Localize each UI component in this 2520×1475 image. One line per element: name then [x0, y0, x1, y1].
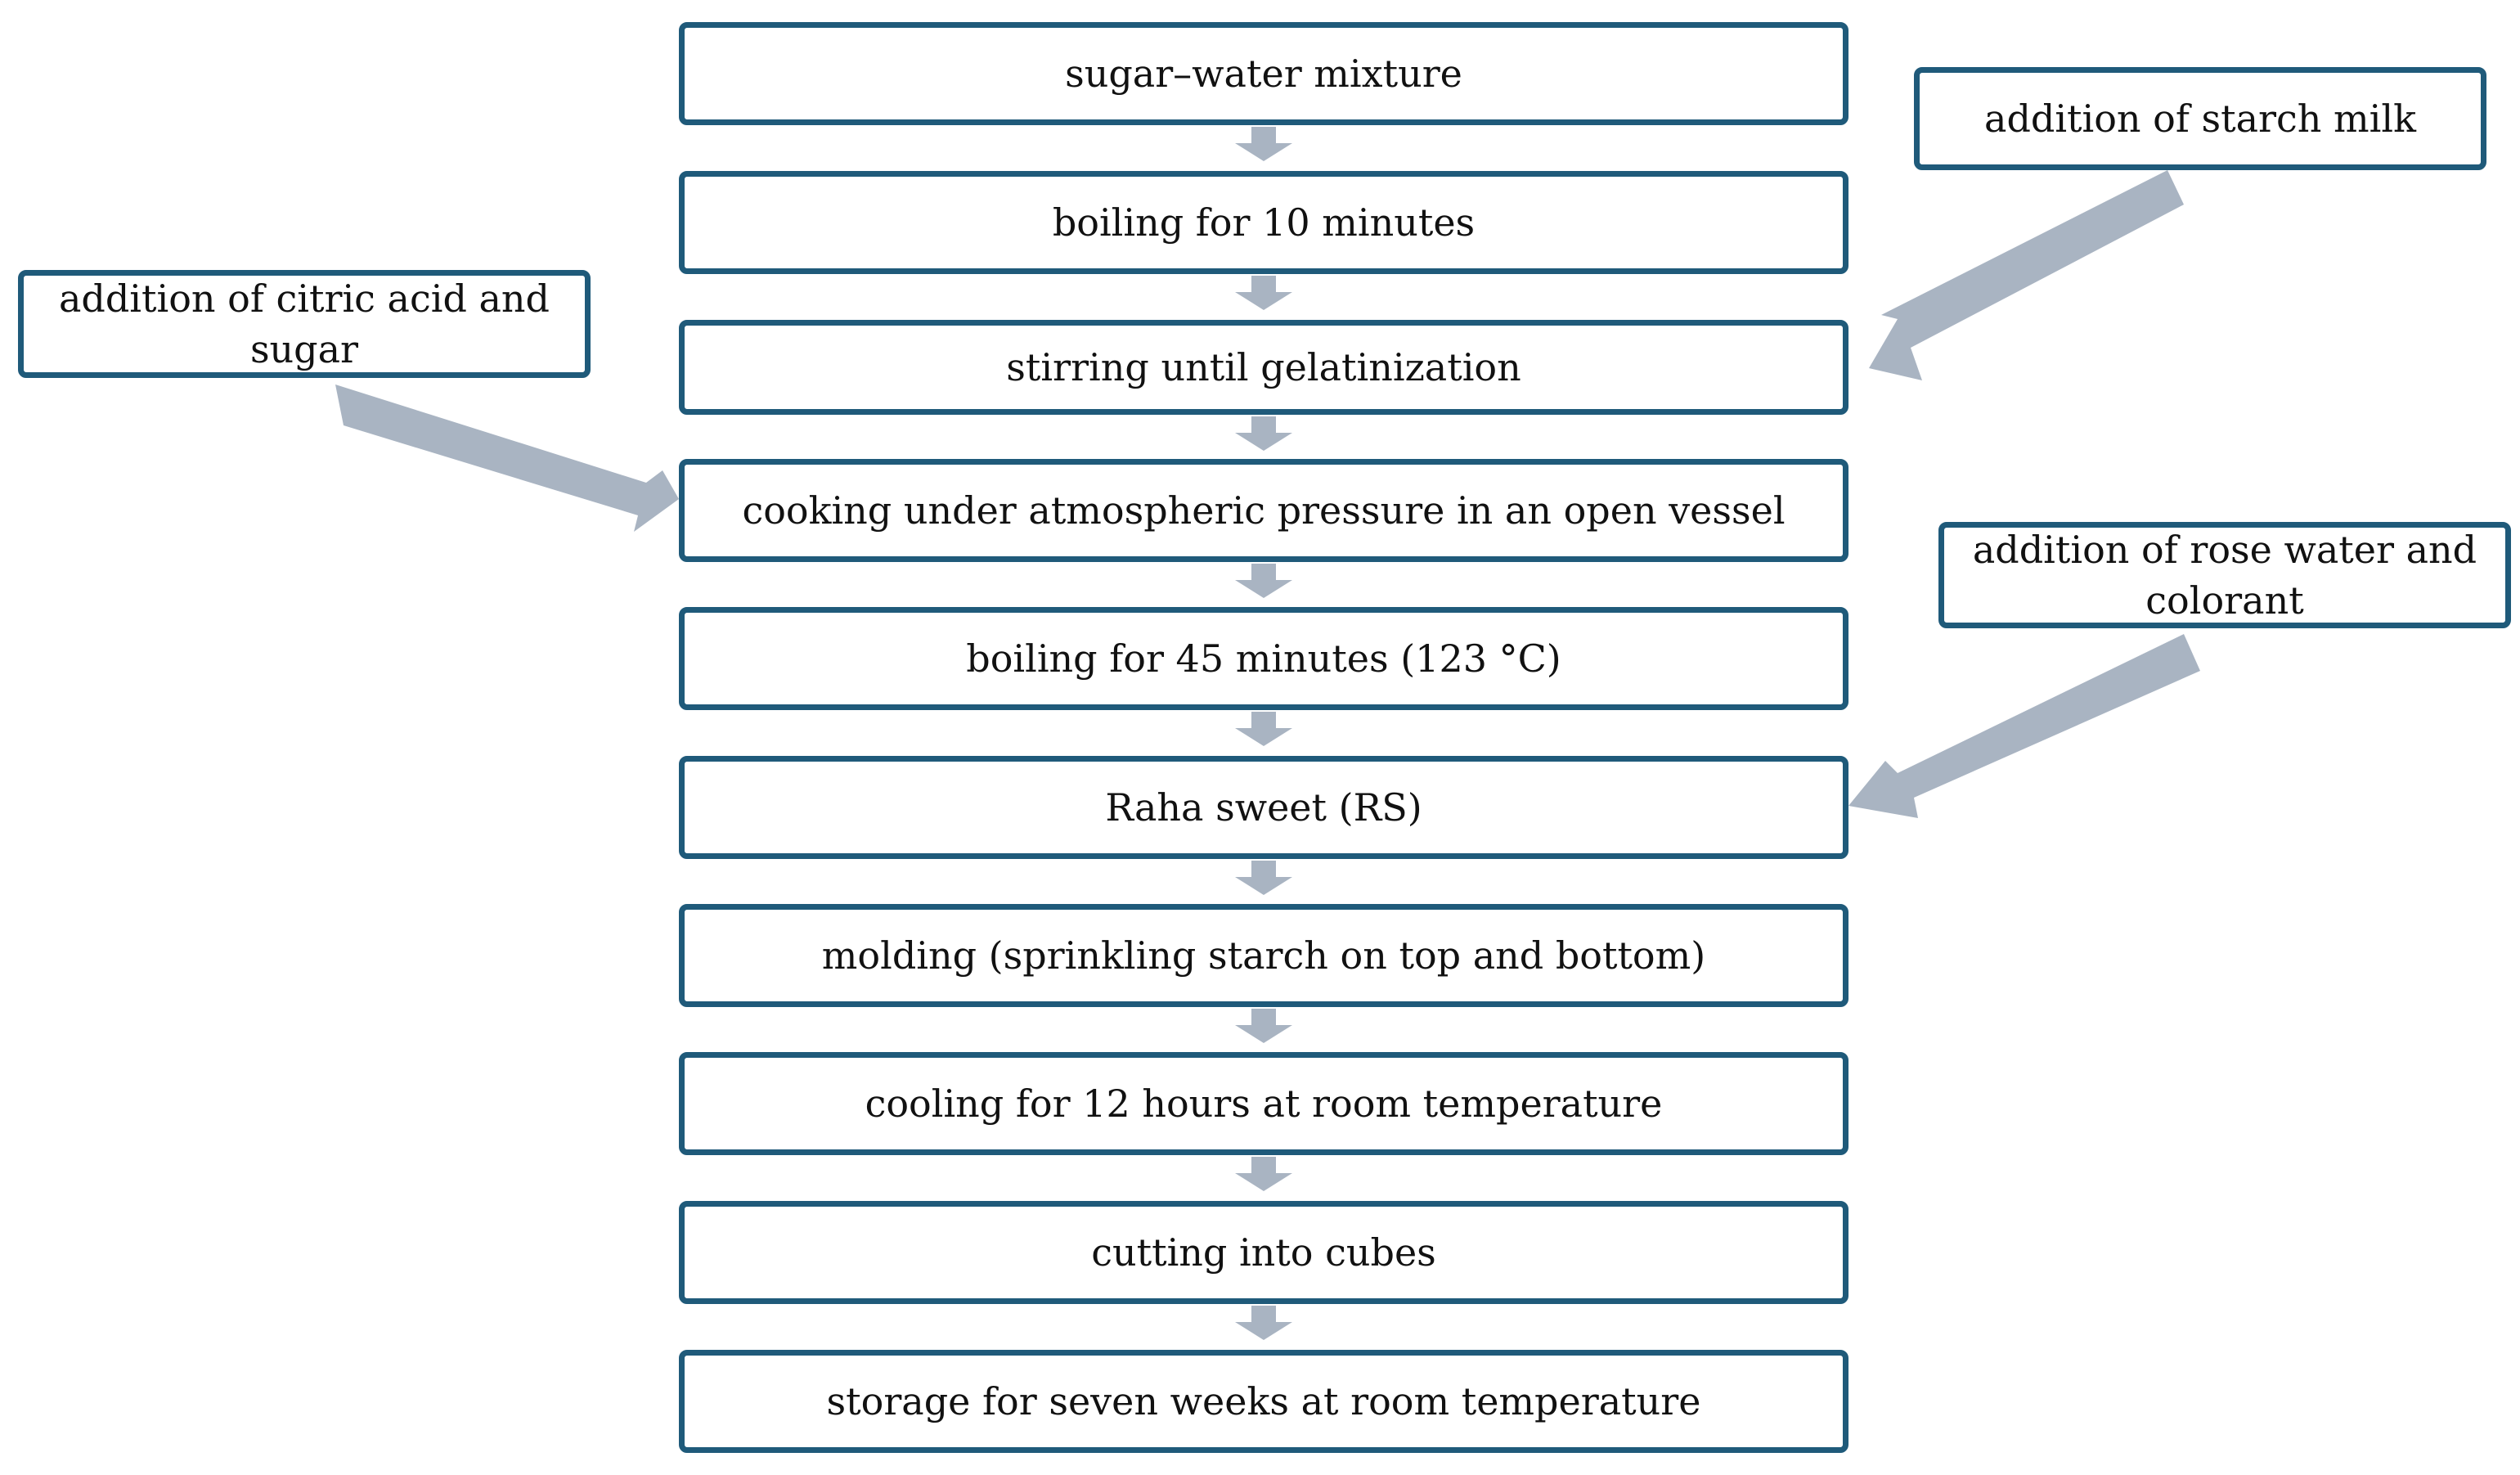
- step-label: sugar–water mixture: [1065, 52, 1462, 96]
- step-label: molding (sprinkling starch on top and bo…: [821, 933, 1706, 978]
- arrow-rose-water: [1848, 634, 2200, 818]
- step-raha-sweet: Raha sweet (RS): [679, 756, 1848, 859]
- step-label: storage for seven weeks at room temperat…: [826, 1379, 1701, 1423]
- addition-label-line1: addition of rose water and: [1972, 528, 2477, 572]
- step-label: Raha sweet (RS): [1105, 785, 1422, 830]
- addition-label: addition of starch milk: [1984, 97, 2416, 141]
- down-arrow-8: [1235, 1157, 1292, 1191]
- down-arrow-1: [1235, 127, 1292, 161]
- down-arrow-9: [1235, 1306, 1292, 1340]
- addition-label-line2: sugar: [249, 327, 359, 371]
- step-label: boiling for 45 minutes (123 °C): [966, 636, 1561, 681]
- step-cooling: cooling for 12 hours at room temperature: [679, 1052, 1848, 1155]
- down-arrow-7: [1235, 1009, 1292, 1043]
- down-arrow-5: [1235, 712, 1292, 746]
- arrow-citric-acid: [335, 384, 679, 532]
- down-arrow-3: [1235, 416, 1292, 451]
- step-storage: storage for seven weeks at room temperat…: [679, 1350, 1848, 1453]
- down-arrow-6: [1235, 861, 1292, 895]
- addition-label-line1: addition of citric acid and: [58, 277, 550, 321]
- addition-rose-water-colorant: addition of rose water and colorant: [1938, 522, 2511, 628]
- addition-starch-milk: addition of starch milk: [1914, 67, 2486, 170]
- down-arrow-4: [1235, 564, 1292, 598]
- step-boiling-45-minutes: boiling for 45 minutes (123 °C): [679, 607, 1848, 710]
- down-arrow-2: [1235, 276, 1292, 310]
- step-label: boiling for 10 minutes: [1052, 200, 1476, 245]
- step-label: cutting into cubes: [1091, 1230, 1436, 1275]
- arrow-starch-milk: [1869, 170, 2184, 380]
- step-label: stirring until gelatinization: [1006, 345, 1521, 389]
- step-label: cooling for 12 hours at room temperature: [865, 1082, 1663, 1126]
- step-label: cooking under atmospheric pressure in an…: [742, 488, 1786, 533]
- step-cutting-cubes: cutting into cubes: [679, 1201, 1848, 1304]
- addition-label-line2: colorant: [2145, 578, 2304, 623]
- step-cooking-atmospheric: cooking under atmospheric pressure in an…: [679, 459, 1848, 562]
- step-sugar-water-mixture: sugar–water mixture: [679, 22, 1848, 125]
- step-boiling-10-minutes: boiling for 10 minutes: [679, 171, 1848, 274]
- step-molding: molding (sprinkling starch on top and bo…: [679, 904, 1848, 1007]
- addition-citric-acid-sugar: addition of citric acid and sugar: [18, 270, 591, 378]
- step-stirring-gelatinization: stirring until gelatinization: [679, 320, 1848, 415]
